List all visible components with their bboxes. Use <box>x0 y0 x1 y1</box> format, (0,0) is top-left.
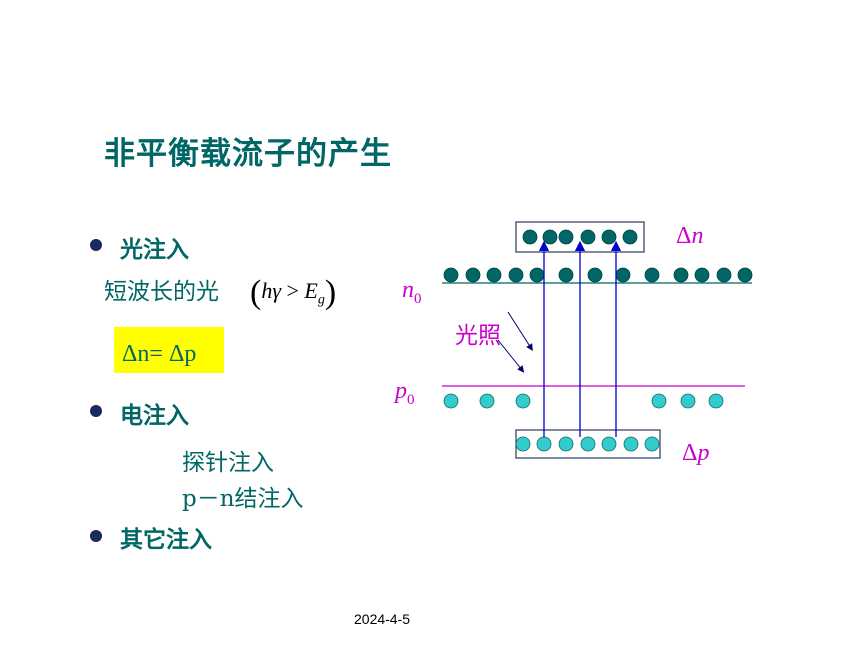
n0-var: n <box>402 277 414 303</box>
formula-h: h <box>261 278 273 303</box>
bullet-other-injection: 其它注入 <box>120 527 212 553</box>
footer-date: 2024-4-5 <box>354 611 411 627</box>
highlight-box <box>114 327 224 373</box>
formula-right-paren: ) <box>324 274 337 311</box>
excess-electrons <box>522 229 638 245</box>
delta-n-equals-delta-p: Δn= Δp <box>122 341 197 367</box>
bullet-dot <box>90 239 102 251</box>
light-illumination-label: 光照 <box>455 323 501 349</box>
delta-p-var: p <box>697 440 710 466</box>
formula-gamma: γ <box>272 278 281 303</box>
delta-p-delta: Δ <box>682 440 698 466</box>
photon-energy-formula: (hγ > Eg) <box>250 274 336 312</box>
p0-var: p <box>395 378 407 404</box>
formula-left-paren: ( <box>250 274 262 311</box>
formula-E: E <box>304 278 318 303</box>
bullet-optical-injection: 光注入 <box>120 237 189 263</box>
p0-sub: 0 <box>407 391 415 408</box>
pn-junction-injection: p－n结注入 <box>182 486 304 512</box>
slide-title: 非平衡载流子的产生 <box>104 136 392 172</box>
n0-sub: 0 <box>414 290 422 307</box>
delta-p-label: Δp <box>682 440 709 467</box>
equilibrium-holes <box>443 393 724 409</box>
formula-g: g <box>317 292 325 308</box>
delta-n-label: Δn <box>676 223 703 250</box>
excess-holes <box>515 436 660 452</box>
probe-injection: 探针注入 <box>182 450 274 476</box>
delta-n-delta: Δ <box>676 223 692 249</box>
short-wavelength-light: 短波长的光 <box>104 279 219 305</box>
equilibrium-electrons <box>443 267 753 283</box>
n0-label: n0 <box>402 277 422 308</box>
formula-gt: > <box>286 278 299 303</box>
p0-label: p0 <box>395 378 415 409</box>
light-pointer-arrow <box>507 311 533 351</box>
light-pointer-arrow <box>497 339 525 373</box>
bullet-dot <box>90 405 102 417</box>
delta-n-var: n <box>691 223 704 249</box>
bullet-electrical-injection: 电注入 <box>120 403 189 429</box>
bullet-dot <box>90 530 102 542</box>
